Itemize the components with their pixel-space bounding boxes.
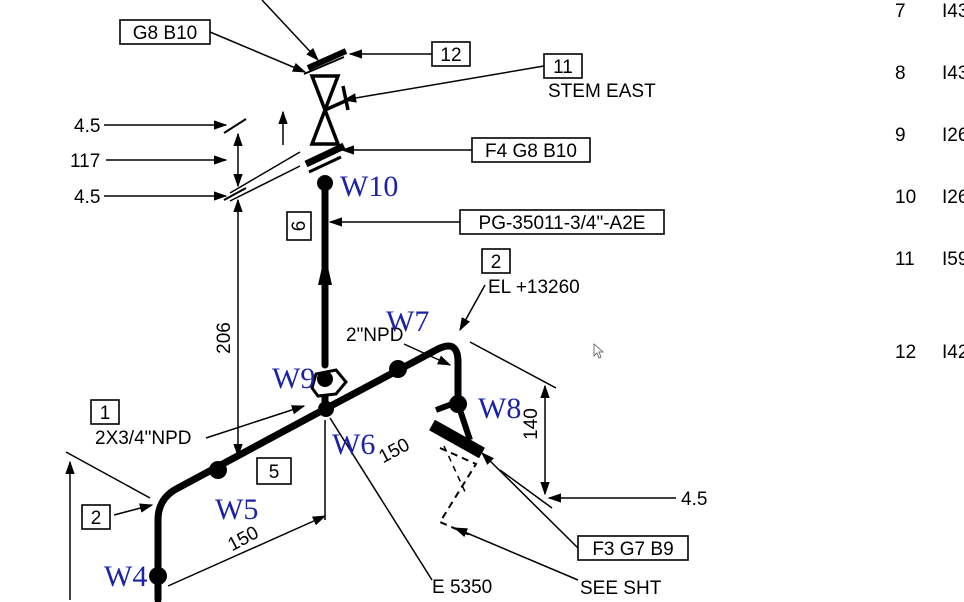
npd-2-label: 2"NPD [346, 325, 403, 346]
flow-arrow-icon [318, 254, 332, 285]
bom-row-12-number: 12 [895, 342, 916, 363]
bom-row-11-code: I59 [942, 249, 964, 270]
dimension-lines [65, 110, 676, 600]
callout-5-text: 5 [269, 462, 280, 483]
callout-12-text: 12 [440, 45, 461, 66]
callout-f3g7b9: F3 G7 B9 [577, 535, 689, 561]
see-sheet-label: SEE SHT [580, 578, 662, 599]
callout-1-text: 1 [100, 403, 111, 424]
flange-f4 [304, 142, 346, 168]
flange-top [306, 48, 348, 71]
bom-row-11-number: 11 [895, 249, 915, 270]
continuation-dashed-2 [443, 445, 467, 495]
callout-2-left: 2 [81, 504, 111, 530]
npd-2x34-label: 2X3/4"NPD [95, 428, 192, 449]
callout-6: 6 [286, 211, 312, 241]
weld-label-w9: W9 [272, 362, 315, 395]
gasket-top [303, 56, 345, 75]
dim-4-5-right: 4.5 [681, 489, 707, 510]
weld-dot-w5 [209, 461, 227, 479]
east-coordinate-label: E 5350 [432, 577, 492, 598]
callout-1: 1 [90, 399, 120, 425]
callout-11-text: 11 [553, 57, 573, 78]
elevation-label: EL +13260 [488, 277, 580, 298]
bom-row-7-number: 7 [895, 1, 906, 22]
valve-handwheel [341, 85, 350, 111]
callout-2-left-text: 2 [91, 508, 102, 529]
weld-label-w5: W5 [215, 493, 258, 526]
continuation-dashed [438, 447, 478, 536]
pipe-route [154, 48, 485, 602]
callout-6-text: 6 [289, 221, 310, 232]
dim-117: 117 [70, 151, 100, 172]
bom-row-10-number: 10 [895, 187, 916, 208]
dim-206: 206 [214, 322, 235, 354]
callout-g8b10: G8 B10 [119, 19, 211, 45]
bom-row-12-code: I42 [942, 342, 964, 363]
bom-row-9-number: 9 [895, 125, 906, 146]
weld-label-w6: W6 [332, 428, 375, 461]
dim-140: 140 [521, 408, 542, 440]
weld-label-w8: W8 [478, 392, 521, 425]
callout-5: 5 [256, 457, 292, 485]
callout-12: 12 [431, 41, 471, 67]
callout-f4g8b10-text: F4 G8 B10 [485, 141, 577, 162]
dim-4-5-top: 4.5 [74, 116, 100, 137]
weld-dot-w8 [449, 395, 467, 413]
weld-label-w4: W4 [104, 560, 147, 593]
arrow-cursor-icon [593, 343, 605, 359]
gasket-f4 [308, 155, 342, 174]
line-number-text: PG-35011-3/4"-A2E [479, 213, 646, 234]
callout-g8b10-text: G8 B10 [133, 23, 197, 44]
callout-2-top-text: 2 [491, 252, 502, 273]
weld-label-w10: W10 [340, 170, 398, 203]
weld-dot-w6 [318, 401, 334, 417]
callout-line-number: PG-35011-3/4"-A2E [459, 209, 665, 235]
callout-f3g7b9-text: F3 G7 B9 [592, 539, 673, 560]
bom-row-9-code: I26 [942, 125, 964, 146]
dim-4-5-mid: 4.5 [74, 187, 100, 208]
bom-row-10-code: I26 [942, 187, 964, 208]
leader-lines [113, 0, 579, 581]
callout-11: 11 [543, 53, 583, 79]
weld-dot-w9 [317, 371, 333, 387]
dim-150-upper: 150 [375, 434, 413, 467]
flange-f3 [429, 419, 485, 459]
dim-150-lower: 150 [224, 522, 262, 555]
stem-east-label: STEM EAST [548, 81, 656, 102]
weld-points [149, 175, 467, 585]
weld-label-w7: W7 [386, 305, 429, 338]
bom-table: 7 I43 8 I43 9 I26 10 I26 11 I59 12 I42 [895, 1, 964, 363]
bom-row-7-code: I43 [942, 1, 964, 22]
bom-row-8-code: I43 [942, 63, 964, 84]
bom-row-8-number: 8 [895, 63, 906, 84]
weld-dot-w7 [389, 360, 407, 378]
weld-dot-w4 [149, 567, 167, 585]
callout-f4g8b10: F4 G8 B10 [471, 137, 591, 163]
callout-2-top: 2 [481, 248, 511, 274]
weld-dot-w10 [317, 175, 333, 191]
